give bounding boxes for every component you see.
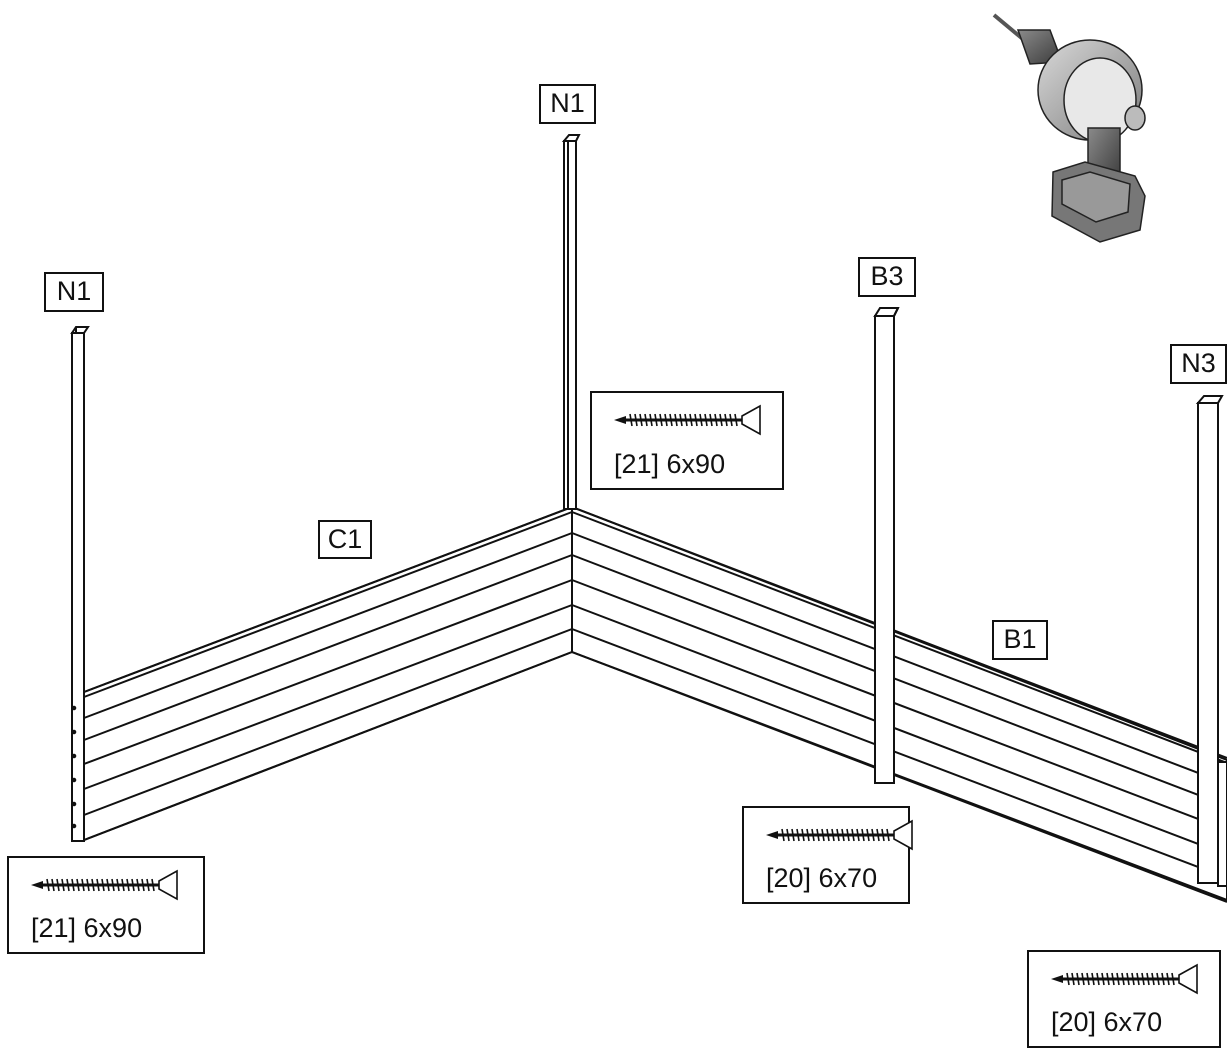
countersunk-screw-icon xyxy=(1051,963,1198,995)
screw-callout-middle-post: [20] 6x70 xyxy=(742,806,913,904)
cordless-drill-icon xyxy=(992,13,1146,243)
screw-callout-left-post: [21] 6x90 xyxy=(7,856,205,954)
wall-right-planks xyxy=(571,505,1227,903)
right-wall-end-edge xyxy=(1217,761,1227,887)
screw-spec-text: [20] 6x70 xyxy=(766,863,878,893)
countersunk-screw-icon xyxy=(31,869,178,901)
label-wall-right: B1 xyxy=(992,620,1048,660)
countersunk-screw-icon xyxy=(614,404,761,436)
screw-callout-right-post: [20] 6x70 xyxy=(1027,950,1221,1048)
post-left xyxy=(70,326,90,842)
label-post-middle: B3 xyxy=(858,257,916,297)
post-right xyxy=(1195,395,1224,884)
label-post-right: N3 xyxy=(1170,344,1227,384)
screw-spec-text: [20] 6x70 xyxy=(1051,1007,1163,1037)
label-wall-left: C1 xyxy=(318,520,372,559)
wall-left-planks xyxy=(83,505,573,842)
countersunk-screw-icon xyxy=(766,819,913,851)
post-corner xyxy=(561,134,581,510)
screw-callout-corner-post: [21] 6x90 xyxy=(590,391,784,490)
label-post-left: N1 xyxy=(44,272,104,312)
screw-spec-text: [21] 6x90 xyxy=(31,913,143,943)
label-post-corner: N1 xyxy=(539,84,596,124)
post-middle xyxy=(873,307,900,784)
screw-spec-text: [21] 6x90 xyxy=(614,449,726,479)
